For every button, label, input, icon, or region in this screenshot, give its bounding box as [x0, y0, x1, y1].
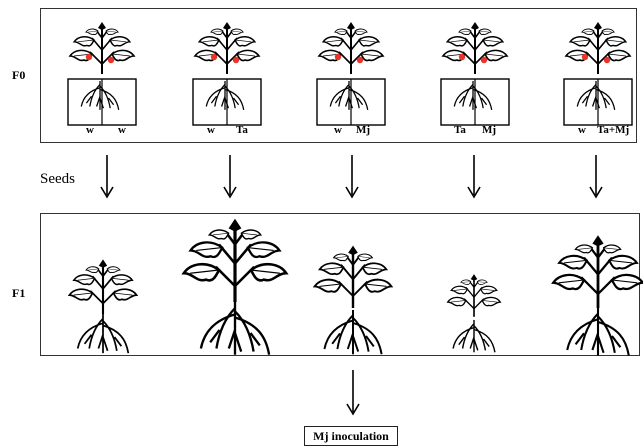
- f0-treatment-3-left: w: [334, 124, 342, 136]
- arrow-down-icon: [589, 155, 603, 199]
- f1-plant-2-icon: [180, 214, 290, 356]
- f0-treatment-5-right: Ta+Mj: [597, 124, 630, 136]
- f0-treatment-2-left: w: [207, 124, 215, 136]
- f1-plant-1-icon: [68, 254, 138, 354]
- f1-generation-label: F1: [12, 286, 26, 300]
- f1-plant-4-icon: [447, 268, 501, 354]
- f0-treatment-5-left: w: [578, 124, 586, 136]
- f0-treatment-2-right: Ta: [236, 124, 248, 136]
- mj-inoculation-box: Mj inoculation: [304, 426, 398, 446]
- arrow-down-icon: [223, 155, 237, 199]
- arrow-down-icon: [100, 155, 114, 199]
- arrow-down-icon: [346, 370, 360, 416]
- f0-treatment-4-left: Ta: [454, 124, 466, 136]
- f1-plant-3-icon: [315, 240, 391, 356]
- f0-treatment-4-right: Mj: [482, 124, 497, 136]
- f0-plant-5-icon: [563, 12, 633, 126]
- f0-treatment-1-left: w: [86, 124, 94, 136]
- f0-treatment-3-right: Mj: [356, 124, 371, 136]
- f0-plant-4-icon: [440, 12, 510, 126]
- f0-treatment-1-right: w: [118, 124, 126, 136]
- f0-plant-2-icon: [192, 12, 262, 126]
- f0-plant-1-icon: [67, 12, 137, 126]
- f1-plant-5-icon: [555, 230, 641, 357]
- arrow-down-icon: [345, 155, 359, 199]
- arrow-down-icon: [467, 155, 481, 199]
- seeds-label: Seeds: [40, 171, 75, 187]
- f0-plant-3-icon: [316, 12, 386, 126]
- f0-generation-label: F0: [12, 68, 26, 82]
